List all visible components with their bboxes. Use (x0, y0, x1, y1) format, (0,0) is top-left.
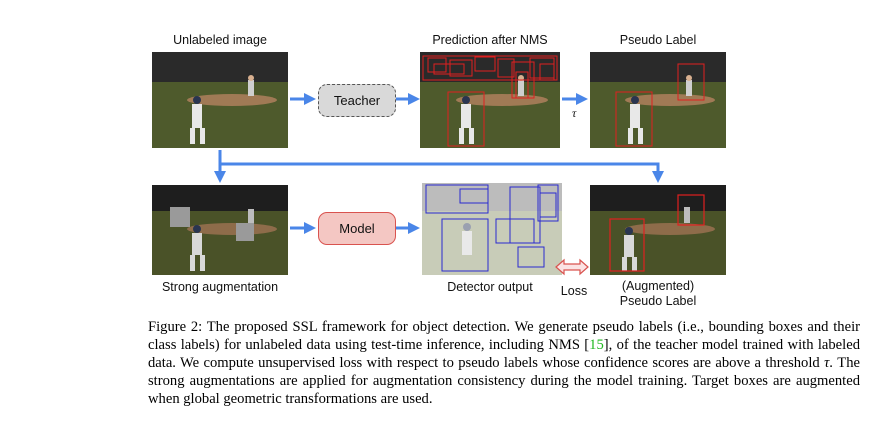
caption-part1: Figure 2: The proposed SSL framework for… (148, 319, 860, 353)
tau-symbol: τ (572, 106, 577, 120)
label-unlabeled-image: Unlabeled image (173, 33, 267, 47)
label-prediction-after-nms: Prediction after NMS (432, 33, 548, 47)
label-augmented-line2: Pseudo Label (619, 294, 697, 308)
flow-arrows (214, 93, 664, 276)
label-augmented-line1: (Augmented) (621, 279, 695, 293)
ssl-framework-figure: Unlabeled image Prediction after NMS Pse… (152, 33, 726, 308)
detector-output-photo (422, 183, 562, 275)
label-detector-output: Detector output (447, 280, 533, 294)
figure-caption: Figure 2: The proposed SSL framework for… (148, 318, 860, 408)
pseudo-label-photo (590, 52, 726, 148)
caption-tau: τ (824, 355, 830, 371)
strong-augmentation-photo (152, 185, 288, 275)
prediction-after-nms-photo (420, 52, 560, 148)
augmented-pseudo-label-photo (590, 185, 726, 275)
arrow-down-branch (218, 150, 664, 183)
model-box: Model (318, 212, 396, 245)
caption-ref-link[interactable]: 15 (589, 337, 604, 353)
teacher-box: Teacher (318, 84, 396, 117)
caption-part3: . The strong augmentations are applied f… (148, 355, 860, 407)
label-pseudo-label: Pseudo Label (619, 33, 697, 47)
unlabeled-image-photo (152, 52, 288, 148)
label-loss: Loss (560, 284, 588, 298)
loss-double-arrow (555, 258, 589, 276)
caption-part2: ], of the teacher model trained with lab… (148, 337, 860, 371)
label-strong-augmentation: Strong augmentation (161, 280, 279, 294)
